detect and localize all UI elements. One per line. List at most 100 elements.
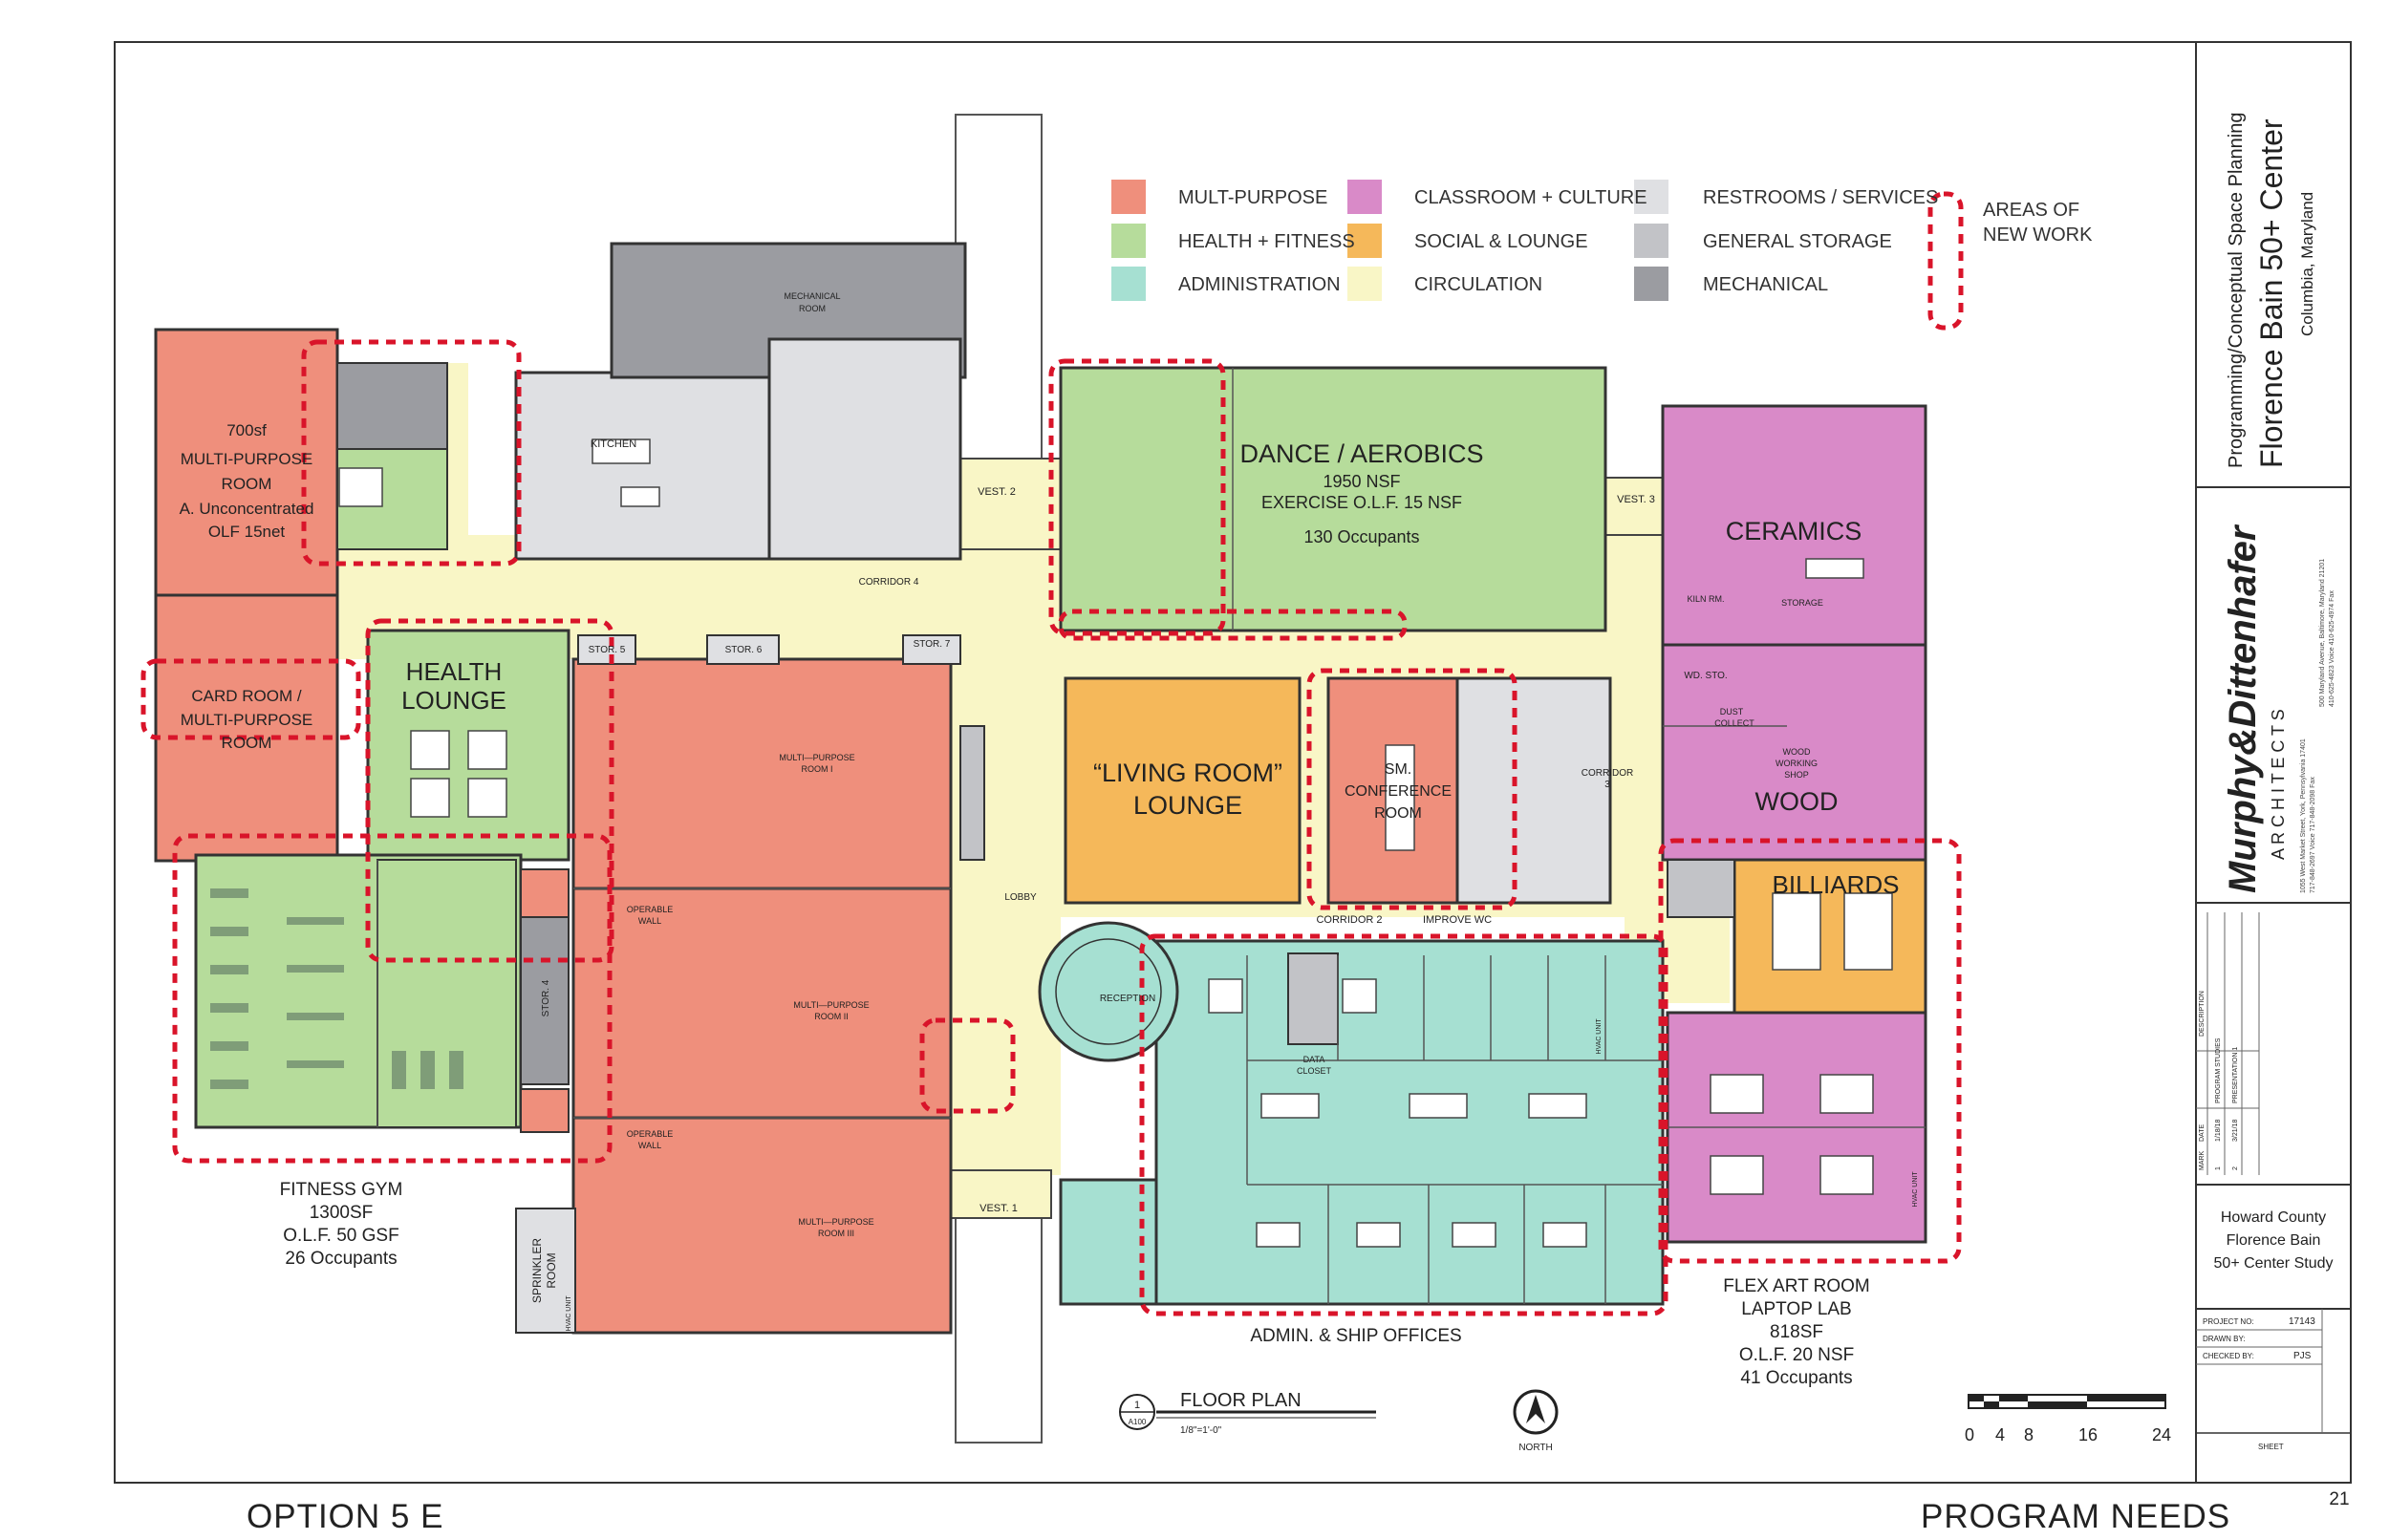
label-corridor3-1: CORRIDOR [1582,768,1633,779]
label-storage: STORAGE [1781,598,1823,608]
room-multipurpose-2 [571,887,953,1120]
room-ceramics [1661,404,1927,647]
label-kiln-room: KILN RM. [1687,594,1724,604]
room-labels: 700sf MULTI-PURPOSE ROOM A. Unconcentrat… [180,291,1900,1388]
label-operable-2b: WALL [638,1141,661,1150]
rev-1-date: 1/18/18 [2215,1120,2222,1142]
legend-swatch-1 [1111,224,1146,258]
legend-label-administration: ADMINISTRATION [1178,274,1341,295]
label-mechanical-room-2: ROOM [799,304,826,313]
legend-labels: MULT-PURPOSE HEALTH + FITNESS ADMINISTRA… [1178,187,2093,295]
label-mp2-2: ROOM II [814,1012,849,1021]
room-wood-shop [1661,643,1927,862]
page-number: 21 [2329,1489,2349,1509]
rev-header-description: DESCRIPTION [2199,991,2206,1037]
room-storage-6 [706,634,780,665]
label-laptop-lab: LAPTOP LAB [1741,1299,1851,1319]
legend-swatch-5 [1347,267,1382,301]
label-hvac-1: HVAC UNIT [566,1295,572,1332]
room-multipurpose-3 [571,1116,953,1335]
label-flex-art: FLEX ART ROOM [1723,1276,1869,1296]
rev-header-mark: MARK [2199,1150,2206,1170]
label-kitchen: KITCHEN [591,438,636,450]
scale-tick-16: 16 [2078,1425,2098,1444]
legend-label-classroom-culture: CLASSROOM + CULTURE [1414,187,1647,208]
room-mechanical-small [336,362,448,450]
legend-label-general-storage: GENERAL STORAGE [1703,231,1892,252]
label-flex-olf: O.L.F. 20 NSF [1739,1345,1854,1365]
plan-sheet-ref: A100 [1129,1418,1147,1426]
interior-partitions [377,368,1926,1304]
label-700-olf: OLF 15net [208,523,286,541]
graphic-scale-bar: 0 4 8 16 24 [1965,1394,2171,1444]
label-flex-occupants: 41 Occupants [1740,1368,1852,1388]
sheet-label: SHEET [2258,1443,2284,1451]
room-restrooms-wc [1455,676,1612,905]
label-wood-working-1: WOOD [1783,747,1811,757]
label-flex-sf: 818SF [1770,1322,1823,1342]
new-work-area-1 [301,339,522,567]
new-work-area-8 [1306,668,1517,910]
label-mp2-1: MULTI—PURPOSE [793,1000,869,1010]
label-lobby: LOBBY [1004,892,1037,903]
label-closet: CLOSET [1297,1066,1332,1076]
legend-swatch-8 [1634,267,1668,301]
firm-address-4: 410-625-4823 Voice 410-625-4974 Fax [2329,590,2335,707]
room-storage-7 [902,634,961,665]
legend-swatch-4 [1347,224,1382,258]
label-vest2: VEST. 2 [978,486,1016,498]
room-kitchen [514,371,814,561]
plan-title: FLOOR PLAN [1180,1390,1302,1411]
rotated-room-labels: STOR. 4 SPRINKLER ROOM HVAC UNIT HVAC UN… [530,979,1919,1331]
label-collect: COLLECT [1714,718,1754,728]
label-mp1-1: MULTI—PURPOSE [779,753,854,762]
footer-option-label: OPTION 5 E [247,1498,444,1535]
legend-label-social-lounge: SOCIAL & LOUNGE [1414,231,1588,252]
label-living-lounge: LOUNGE [1133,791,1242,820]
label-stor6: STOR. 6 [725,645,763,655]
label-sprinkler-1: SPRINKLER [530,1238,544,1303]
project-no-value: 17143 [2289,1316,2315,1327]
label-wd-sto: WD. STO. [1684,671,1727,681]
new-work-area-4 [140,658,361,740]
room-data-closet [1287,952,1339,1045]
legend-swatch-7 [1634,224,1668,258]
room-sprinkler [515,1208,576,1334]
label-wood-working-3: SHOP [1784,770,1809,780]
plan-number: 1 [1134,1400,1140,1411]
room-stair-north [520,868,570,918]
label-conference: CONFERENCE [1345,783,1452,800]
label-operable-1b: WALL [638,916,661,926]
label-conference-room: ROOM [1374,805,1422,822]
label-billiards: BILLIARDS [1773,870,1900,899]
label-700-room: ROOM [222,475,272,493]
label-stor7: STOR. 7 [914,639,951,650]
label-corridor2: CORRIDOR 2 [1316,914,1382,926]
legend-label-new-work-2: NEW WORK [1983,225,2093,246]
firm-address-1: 1055 West Market Street, York, Pennsylva… [2300,738,2307,893]
label-fitness-olf: O.L.F. 50 GSF [283,1226,398,1246]
label-dance-aerobics: DANCE / AEROBICS [1239,439,1483,468]
north-label: NORTH [1518,1443,1552,1453]
legend-swatch-6 [1634,180,1668,214]
new-work-area-6 [172,833,613,1164]
label-dance-nsf: 1950 NSF [1323,472,1400,491]
legend-label-mechanical: MECHANICAL [1703,274,1828,295]
room-multipurpose-700 [154,328,339,597]
label-700sf: 700sf [226,421,267,439]
title-location: Columbia, Maryland [2298,192,2316,336]
label-hvac-3: HVAC UNIT [1912,1171,1919,1208]
firm-logo: Murphy&Dittenhafer [2222,524,2264,893]
furniture [338,438,1893,1248]
new-work-area-2 [1048,358,1226,636]
label-corridor3-2: 3 [1604,780,1610,790]
rev-header-date: DATE [2199,1124,2206,1142]
label-dust: DUST [1720,707,1744,717]
label-wood: WOOD [1755,787,1839,816]
room-stair-south [520,1088,570,1133]
rev-2-desc: PRESENTATION 1 [2232,1047,2239,1103]
label-wood-working-2: WORKING [1776,759,1818,768]
title-subtitle: Programming/Conceptual Space Planning [2226,113,2247,468]
room-billiards [1733,858,1927,1015]
legend-swatches [1111,180,1668,301]
